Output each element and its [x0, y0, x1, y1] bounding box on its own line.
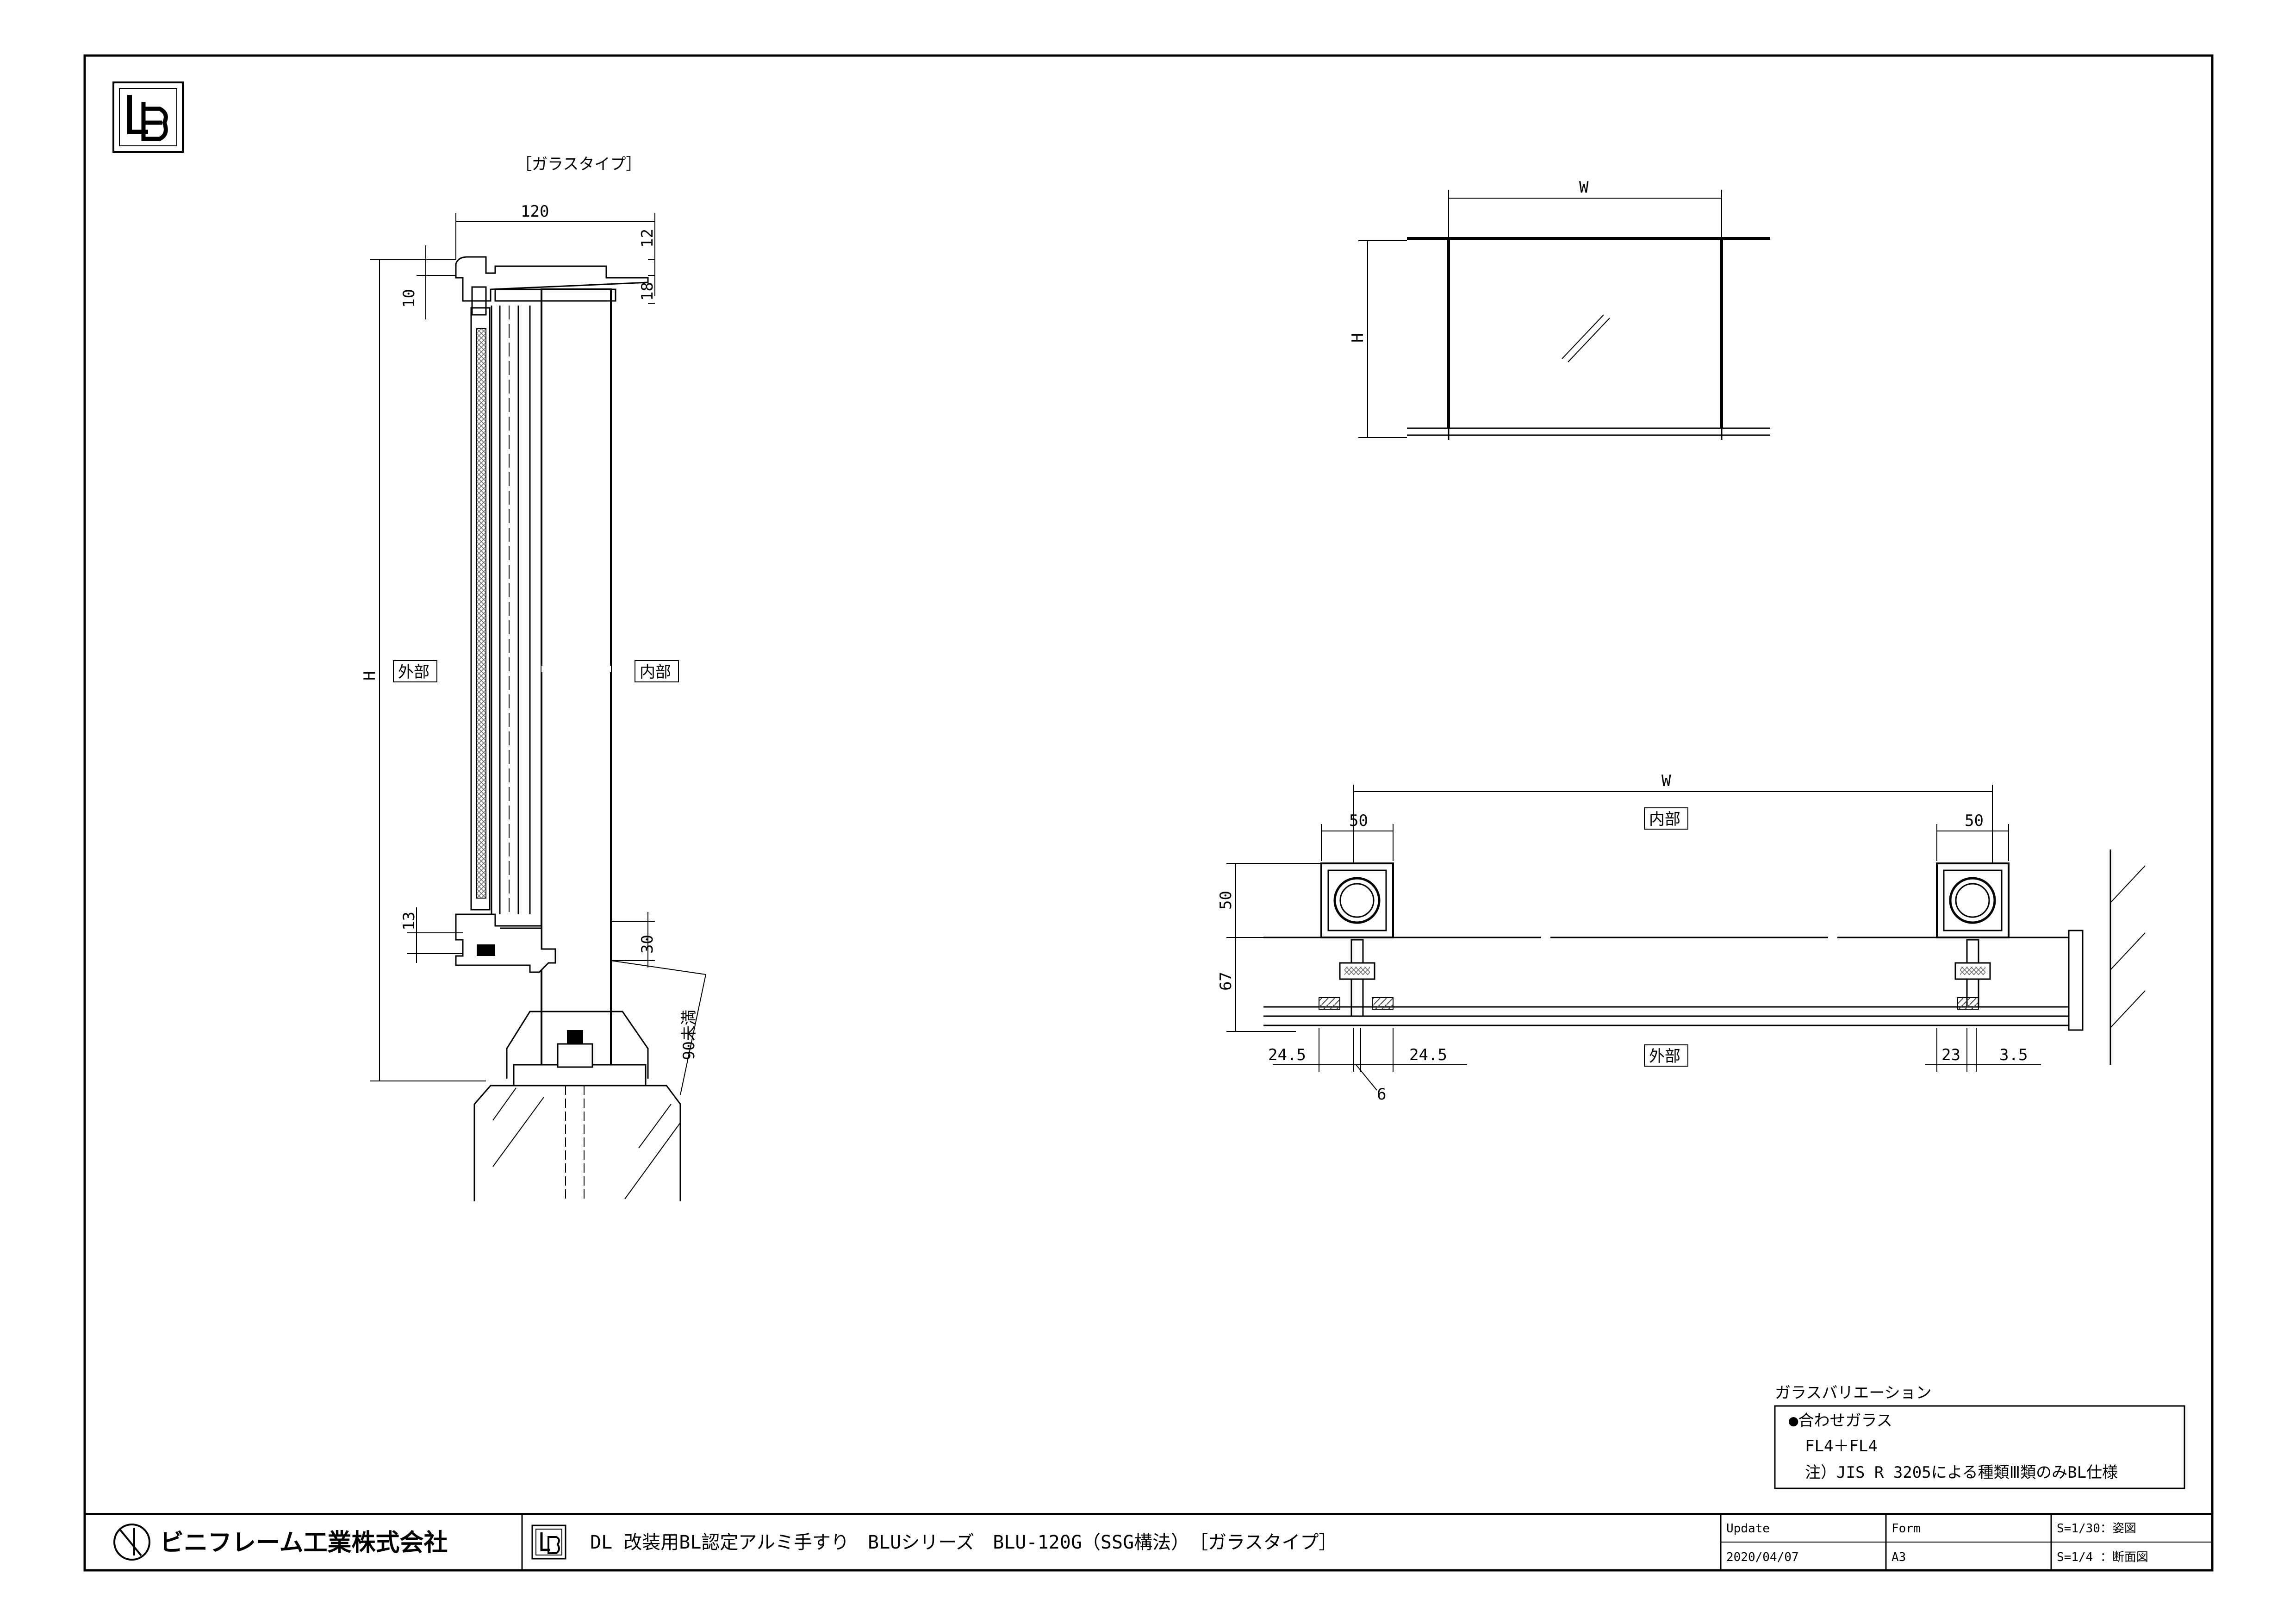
- plan-post-depth: 50: [1217, 891, 1235, 910]
- plan-outside-label: 外部: [1649, 1047, 1680, 1066]
- elevation-view: W H: [1349, 178, 1770, 440]
- scale-elevation: S=1/30：姿図: [2057, 1522, 2136, 1536]
- section-view: ［ガラスタイプ］ 120 12 18 10 H: [361, 155, 706, 1201]
- plan-inside-label-box: [1644, 807, 1688, 830]
- section-inside-label: 内部: [640, 663, 671, 681]
- dim-10: 10: [400, 289, 418, 308]
- glass-variation-spec: FL4＋FL4: [1805, 1437, 1878, 1455]
- dim-H: H: [361, 671, 379, 681]
- outside-label-box: [393, 660, 437, 682]
- inside-label-box: [635, 660, 679, 682]
- company-logo-icon: [113, 1524, 150, 1561]
- update-label: Update: [1726, 1522, 1770, 1536]
- glass-variation-note: 注）JIS R 3205による種類Ⅲ類のみBL仕様: [1805, 1463, 2118, 1482]
- plan-post-width-right: 50: [1965, 812, 1984, 830]
- plan-outside-label-box: [1644, 1044, 1688, 1067]
- section-type-label: ［ガラスタイプ］: [516, 155, 641, 174]
- lb-small-logo-icon: [531, 1524, 566, 1560]
- plan-dim-24-5-b: 24.5: [1409, 1046, 1447, 1064]
- lb-logo-icon: [112, 81, 184, 153]
- glass-variation-table: ガラスバリエーション ●合わせガラス FL4＋FL4 注）JIS R 3205に…: [1774, 1384, 2185, 1489]
- update-value: 2020/04/07: [1726, 1550, 1799, 1564]
- company-name: ビニフレーム工業株式会社: [160, 1529, 448, 1557]
- form-label: Form: [1892, 1522, 1921, 1536]
- plan-post-width-left: 50: [1349, 812, 1368, 830]
- drawing-title: DL 改装用BL認定アルミ手すり BLUシリーズ BLU-120G（SSG構法）…: [590, 1532, 1337, 1553]
- plan-view: W 内部 50 50 50 67: [1217, 772, 2146, 1104]
- plan-width-label: W: [1661, 772, 1671, 790]
- section-outside-label: 外部: [398, 663, 429, 681]
- elevation-height-label: H: [1349, 333, 1367, 343]
- title-block: ビニフレーム工業株式会社 DL 改装用BL認定アルミ手すり BLUシリーズ BL…: [85, 1513, 2212, 1570]
- form-value: A3: [1892, 1550, 1906, 1564]
- dim-18: 18: [638, 282, 657, 301]
- dim-embed: 90未満: [680, 1010, 698, 1060]
- dim-30: 30: [638, 935, 657, 954]
- scale-section: S=1/4 ：断面図: [2057, 1550, 2148, 1564]
- plan-dim-24-5-a: 24.5: [1268, 1046, 1306, 1064]
- plan-dim-3-5: 3.5: [1999, 1046, 2028, 1064]
- dim-120: 120: [521, 202, 549, 221]
- elevation-width-label: W: [1579, 178, 1589, 197]
- dim-12: 12: [638, 229, 657, 248]
- glass-variation-item: ●合わせガラス: [1789, 1412, 1892, 1430]
- plan-dim-23: 23: [1941, 1046, 1960, 1064]
- plan-offset-depth: 67: [1217, 972, 1235, 991]
- dim-13: 13: [400, 912, 418, 931]
- plan-inside-label: 内部: [1649, 810, 1680, 829]
- glass-variation-title: ガラスバリエーション: [1775, 1384, 1932, 1402]
- plan-dim-6: 6: [1377, 1085, 1386, 1104]
- drawing-border: [83, 54, 2214, 1572]
